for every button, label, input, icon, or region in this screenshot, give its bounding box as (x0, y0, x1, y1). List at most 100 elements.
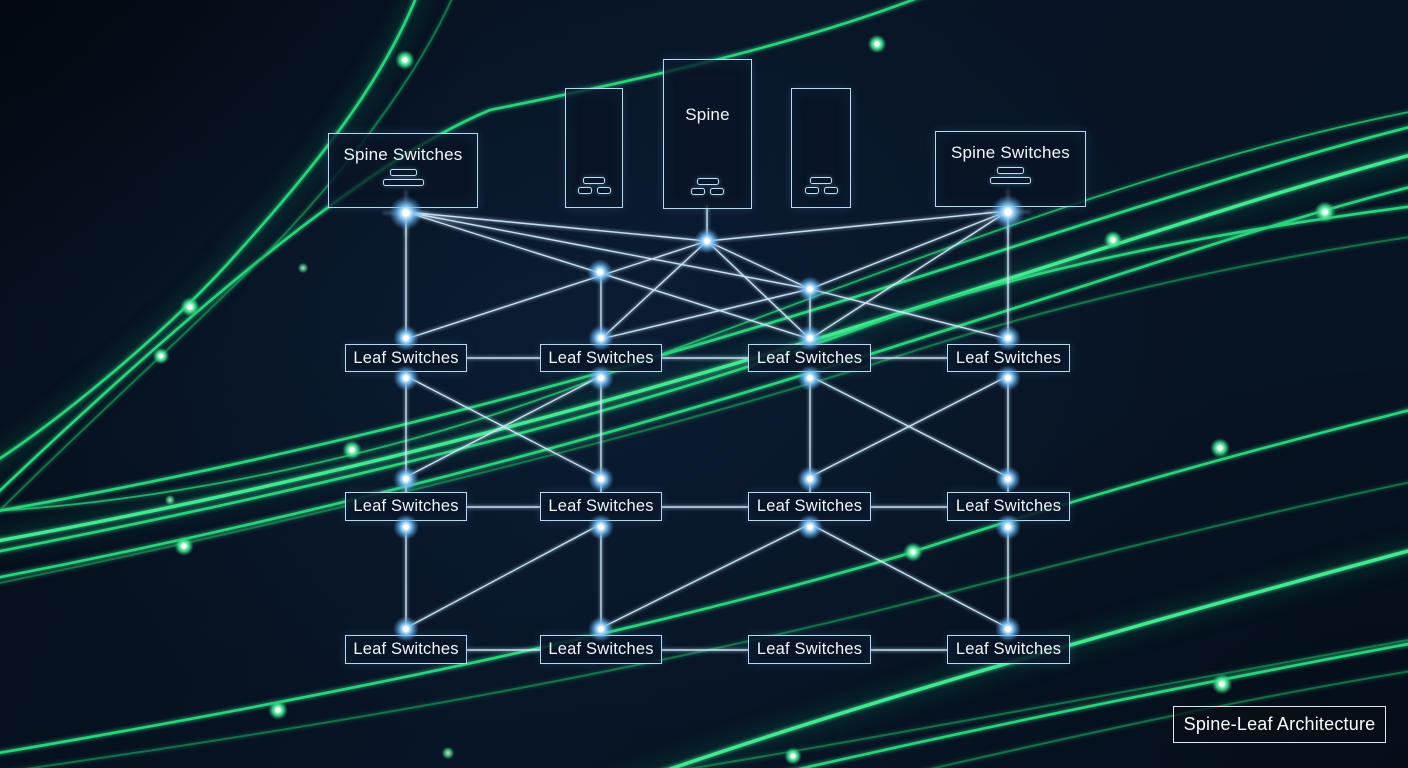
mesh-node (995, 616, 1021, 642)
mesh-node (694, 228, 720, 254)
mesh-node (588, 325, 614, 351)
switch-bar (823, 187, 838, 194)
mesh-node (797, 466, 823, 492)
switch-stack-icon (382, 169, 424, 186)
leaf-box-label: Leaf Switches (756, 348, 863, 367)
fiber-streak (929, 670, 1408, 768)
switch-bar (990, 177, 1031, 184)
mesh-node (797, 325, 823, 351)
fiber-dot (268, 700, 288, 720)
leaf-box-label: Leaf Switches (955, 640, 1062, 659)
mesh-link (809, 375, 1009, 478)
leaf-box-label: Leaf Switches (353, 640, 459, 659)
fiber-dot (867, 34, 887, 54)
mesh-link (405, 211, 811, 290)
switch-bar (382, 179, 424, 186)
fiber-dot (1211, 673, 1233, 695)
mesh-node (995, 466, 1021, 492)
mesh-node (991, 195, 1025, 229)
fiber-dot (174, 536, 194, 556)
fiber-dot (164, 494, 176, 506)
mesh-link (600, 523, 811, 629)
switch-bar-row (691, 188, 724, 195)
leaf-box-label: Leaf Switches (353, 348, 459, 367)
fiber-dot (1103, 230, 1123, 250)
switch-hub-icon (577, 177, 611, 194)
fiber-streak (687, 638, 1408, 768)
leaf-box-label: Leaf Switches (756, 640, 863, 659)
leaf-box-r3-c1: Leaf Switches (345, 635, 467, 664)
mesh-node (995, 365, 1021, 391)
spine-center-label: Spine (685, 105, 730, 124)
fiber-dots (152, 34, 1336, 765)
switch-bar (696, 178, 719, 185)
fiber-dot (1314, 201, 1336, 223)
fiber-dot (441, 746, 455, 760)
mesh-link (809, 288, 1009, 340)
fiber-dot (297, 262, 309, 274)
switch-bar (577, 187, 592, 194)
fiber-dot (152, 347, 170, 365)
mesh-nodes (389, 195, 1025, 642)
leaf-box-r3-c3: Leaf Switches (748, 635, 871, 664)
switch-bar-row (577, 187, 611, 194)
mesh-node (393, 514, 419, 540)
mesh-link (706, 240, 811, 340)
switch-bar (389, 169, 417, 176)
spine-switches-right-label: Spine Switches (950, 143, 1071, 162)
mesh-node (588, 365, 614, 391)
switch-bar (596, 187, 611, 194)
mesh-node (393, 365, 419, 391)
mesh-link (706, 240, 811, 290)
leaf-box-label: Leaf Switches (756, 497, 863, 516)
mesh-link (600, 288, 811, 340)
switch-stack-icon (990, 167, 1031, 184)
mesh-node (393, 616, 419, 642)
switch-bar (804, 187, 819, 194)
fiber-streak (0, 236, 1408, 584)
mesh-node (393, 325, 419, 351)
mesh-link (706, 210, 1009, 242)
spine-switches-left-label: Spine Switches (343, 145, 463, 164)
mesh-link (600, 240, 708, 340)
fiber-streak (0, 0, 453, 512)
mesh-node (587, 259, 613, 285)
mesh-node (797, 365, 823, 391)
mesh-link (809, 210, 1009, 340)
fiber-dot (180, 297, 200, 317)
spine-switches-left-box: Spine Switches (328, 133, 478, 208)
aux-spine-box-2 (791, 88, 851, 208)
leaf-box-r1-c4: Leaf Switches (947, 344, 1070, 372)
fiber-streak (667, 549, 1408, 768)
switch-hub-icon (691, 178, 724, 195)
mesh-link (405, 211, 708, 242)
mesh-link (809, 210, 1009, 290)
fiber-dot (395, 50, 415, 70)
fiber-dot (784, 747, 802, 765)
mesh-node (393, 466, 419, 492)
mesh-node (588, 514, 614, 540)
mesh-node (588, 616, 614, 642)
leaf-box-label: Leaf Switches (955, 497, 1062, 516)
switch-bar (710, 188, 724, 195)
fiber-dot (342, 440, 362, 460)
switch-bar (691, 188, 705, 195)
caption-box: Spine-Leaf Architecture (1173, 706, 1386, 743)
mesh-node (389, 196, 423, 230)
fiber-streak (0, 126, 1408, 512)
fiber-streak (0, 0, 917, 493)
fiber-dot (903, 542, 923, 562)
leaf-box-label: Leaf Switches (548, 640, 654, 659)
leaf-box-label: Leaf Switches (548, 348, 654, 367)
mesh-node (797, 276, 823, 302)
mesh-node (588, 466, 614, 492)
mesh-node (995, 514, 1021, 540)
caption-label: Spine-Leaf Architecture (1183, 714, 1376, 734)
mesh-node (797, 514, 823, 540)
mesh-link (405, 375, 602, 478)
mesh-link (405, 240, 708, 340)
fiber-streak (0, 409, 1408, 755)
switch-bar (583, 177, 605, 184)
